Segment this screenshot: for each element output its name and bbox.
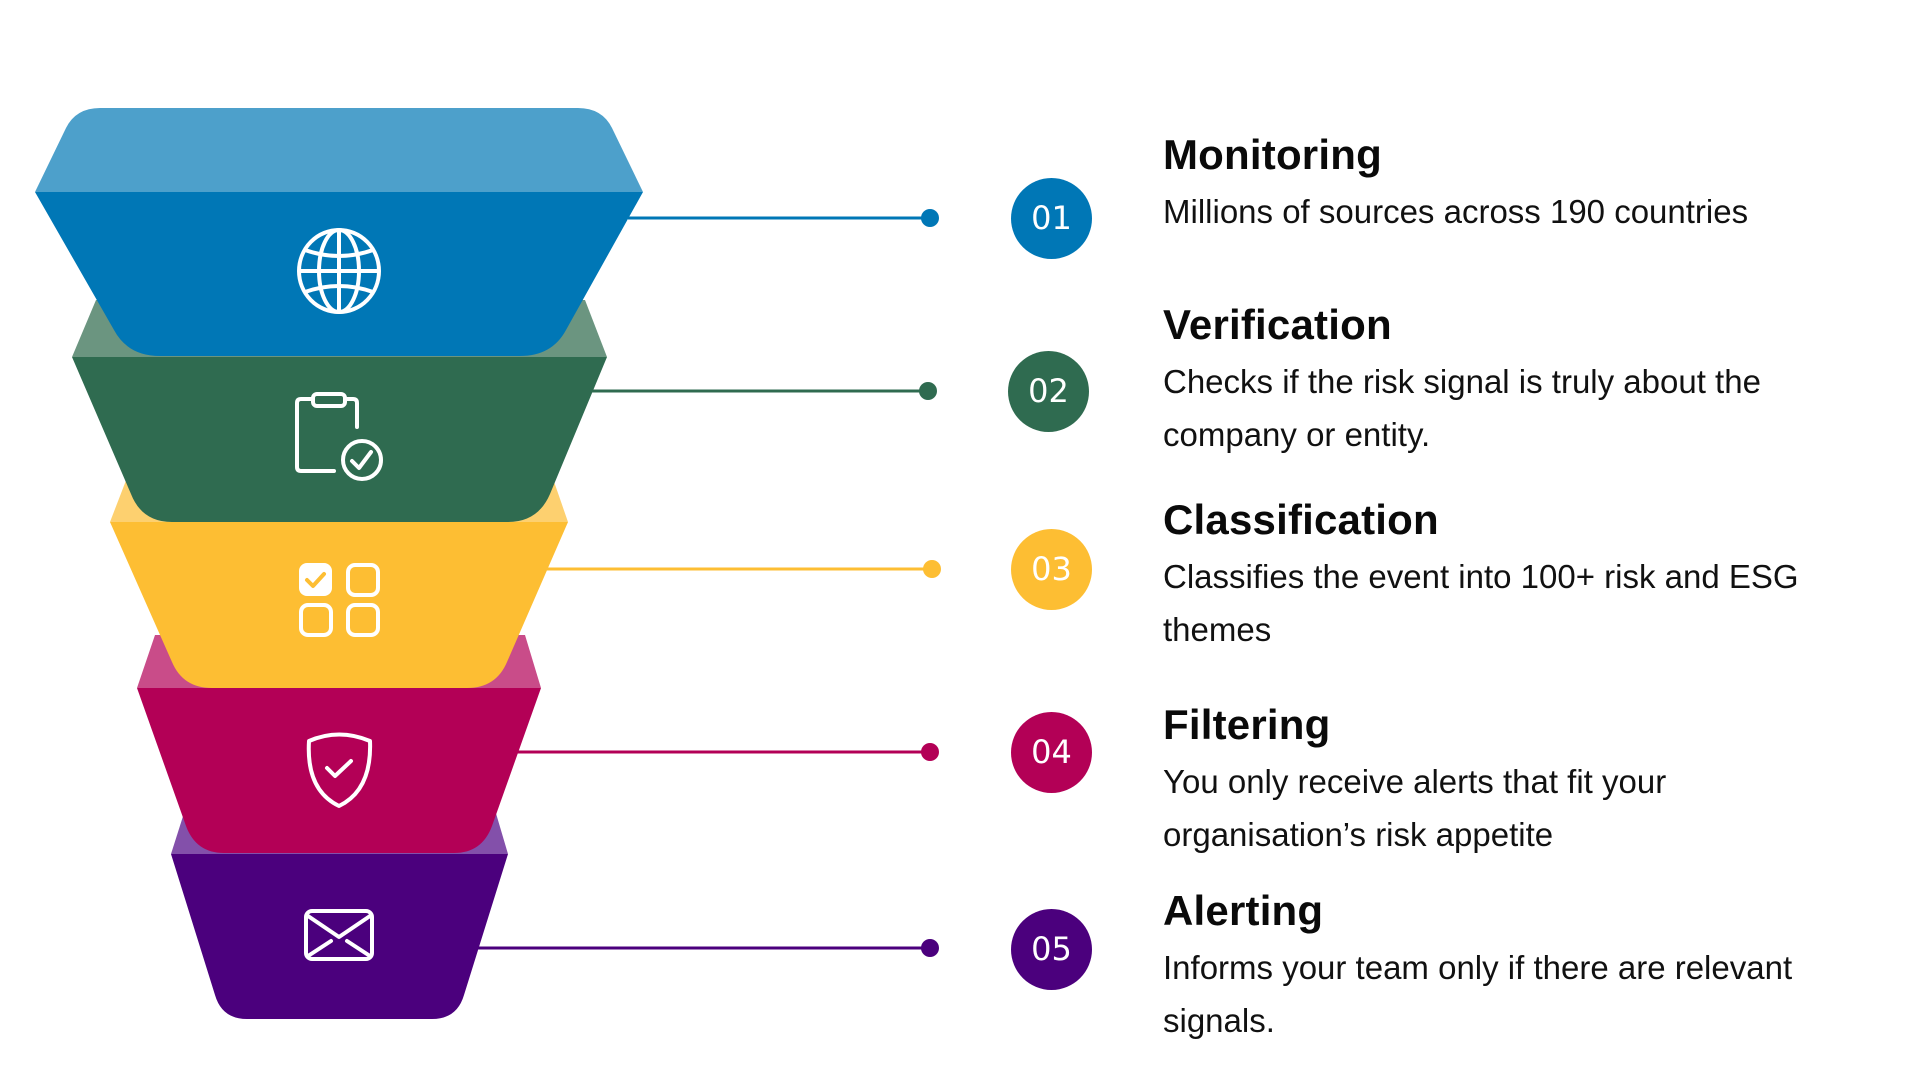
- step-title-monitoring: Monitoring: [1163, 131, 1382, 178]
- step-description-verification: Checks if the risk signal is truly about…: [1163, 363, 1761, 453]
- connector-dot-4: [921, 743, 939, 761]
- step-3: Classification Classifies the event into…: [1163, 496, 1883, 656]
- step-number-badge-3: 03: [1011, 529, 1092, 610]
- step-1: Monitoring Millions of sources across 19…: [1163, 131, 1903, 238]
- globe-icon: [297, 228, 381, 314]
- envelope-icon: [304, 909, 374, 961]
- step-number-badge-2: 02: [1008, 351, 1089, 432]
- step-description-alerting: Informs your team only if there are rele…: [1163, 949, 1793, 1039]
- category-grid-check-icon: [299, 563, 380, 637]
- step-title-alerting: Alerting: [1163, 887, 1324, 934]
- funnel-layer-1-top-face: [35, 108, 643, 192]
- connector-dot-2: [919, 382, 937, 400]
- step-title-filtering: Filtering: [1163, 701, 1331, 748]
- step-number-badge-5: 05: [1011, 909, 1092, 990]
- step-4: Filtering You only receive alerts that f…: [1163, 701, 1783, 861]
- funnel-layer-1: [35, 108, 939, 356]
- clipboard-check-icon: [295, 392, 383, 481]
- step-description-filtering: You only receive alerts that fit your or…: [1163, 763, 1667, 853]
- step-2: Verification Checks if the risk signal i…: [1163, 301, 1843, 461]
- step-5: Alerting Informs your team only if there…: [1163, 887, 1903, 1047]
- step-title-verification: Verification: [1163, 301, 1392, 348]
- connector-dot-5: [921, 939, 939, 957]
- shield-check-icon: [306, 732, 373, 808]
- connector-dot-3: [923, 560, 941, 578]
- step-number-badge-4: 04: [1011, 712, 1092, 793]
- funnel-layer-2-body: [72, 357, 607, 522]
- step-description-monitoring: Millions of sources across 190 countries: [1163, 193, 1749, 230]
- funnel-layer-3-body: [110, 522, 568, 688]
- step-number-badge-1: 01: [1011, 178, 1092, 259]
- connector-dot-1: [921, 209, 939, 227]
- step-description-classification: Classifies the event into 100+ risk and …: [1163, 558, 1799, 648]
- step-title-classification: Classification: [1163, 496, 1439, 543]
